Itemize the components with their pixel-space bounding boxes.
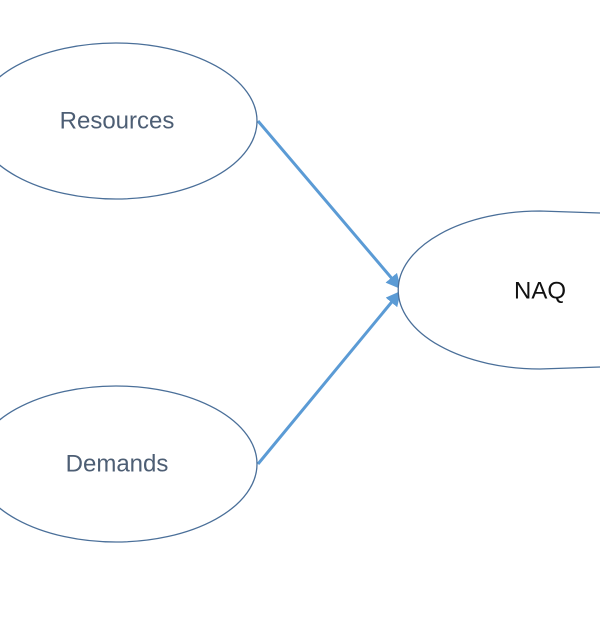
node-resources[interactable]: Resources <box>0 42 258 200</box>
node-naq-shape <box>397 210 600 370</box>
node-demands[interactable]: Demands <box>0 385 258 543</box>
edge-resources-to-naq <box>256 120 402 290</box>
node-naq-label: NAQ <box>514 277 566 304</box>
node-resources-label: Resources <box>60 107 175 134</box>
node-naq[interactable]: NAQ <box>397 210 600 370</box>
edge-demands-to-naq <box>256 290 402 465</box>
node-demands-label: Demands <box>66 450 169 477</box>
node-demands-shape <box>0 385 258 543</box>
node-resources-shape <box>0 42 258 200</box>
